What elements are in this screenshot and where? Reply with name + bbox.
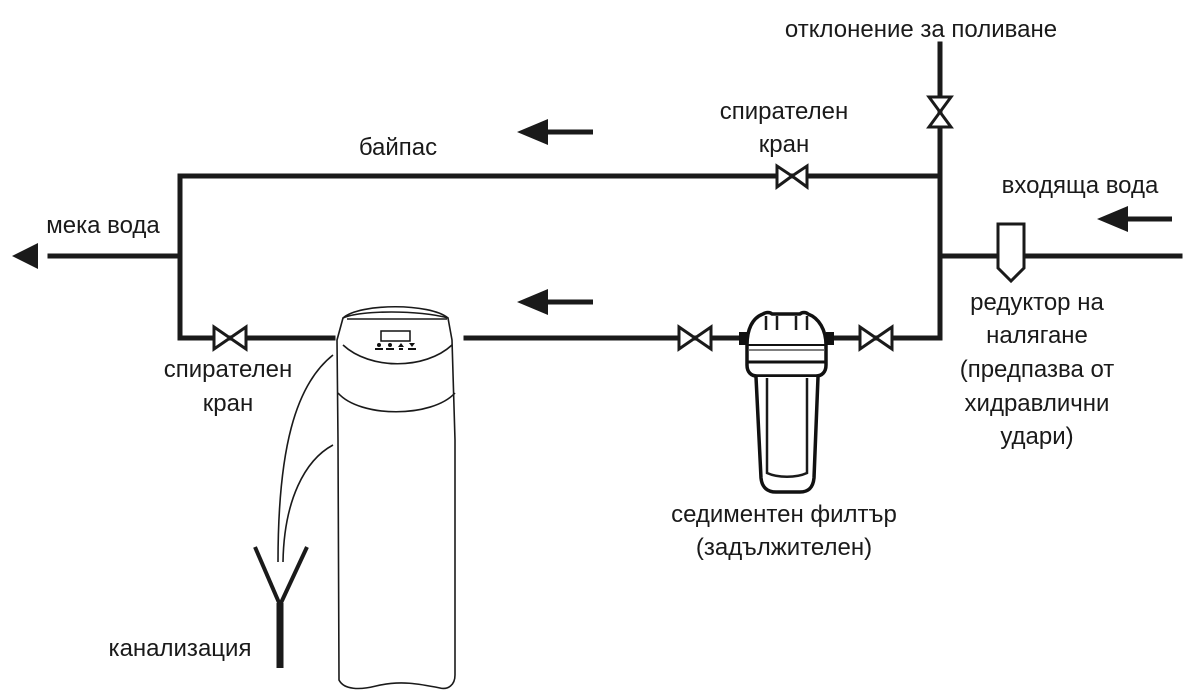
sediment-filter-icon[interactable] xyxy=(739,310,834,494)
softener-shoulder-arc xyxy=(337,392,456,413)
outlet-valve-label-line2: кран xyxy=(203,390,253,417)
pressure-reducer-label-line2: налягане xyxy=(986,322,1088,349)
drain-hose-1 xyxy=(277,354,334,563)
arrowhead-icon xyxy=(12,243,38,269)
bypass-valve-icon[interactable] xyxy=(775,163,809,190)
filter-cartridge xyxy=(765,378,809,478)
outlet-valve-label-line1: спирателен xyxy=(164,356,292,383)
bypass-label: байпас xyxy=(359,134,437,161)
filter-connector-right xyxy=(826,332,834,345)
water-softener-icon[interactable] xyxy=(277,306,456,690)
bypass-valve-label-line1: спирателен xyxy=(720,98,848,125)
softener-panel-arc xyxy=(342,344,453,365)
arrowhead-icon xyxy=(517,289,548,315)
incoming-flow-arrow xyxy=(1097,206,1172,232)
drain-hose-2 xyxy=(282,444,334,563)
irrigation-branch-label: отклонение за поливане xyxy=(785,16,1057,43)
arrowhead-icon xyxy=(1097,206,1128,232)
sediment-filter-label-line1: седиментен филтър xyxy=(671,501,897,528)
softener-buttons xyxy=(375,343,416,350)
pressure-reducer-label-line4: хидравлични xyxy=(965,390,1110,417)
drain-label: канализация xyxy=(109,635,252,662)
main-flow-arrow xyxy=(517,289,593,315)
filter-bowl xyxy=(754,376,820,494)
sediment-filter-label-line2: (задължителен) xyxy=(696,534,872,561)
pressure-reducer-label-line5: удари) xyxy=(1000,423,1073,450)
pressure-reducer-icon[interactable] xyxy=(996,222,1026,284)
filter-connector-left xyxy=(739,332,747,345)
filter-inlet-valve-icon[interactable] xyxy=(677,324,713,352)
filter-outlet-valve-icon[interactable] xyxy=(858,324,894,352)
bypass-flow-arrow xyxy=(517,119,593,145)
drain-icon xyxy=(253,546,309,668)
softener-display xyxy=(380,330,411,342)
softener-lid xyxy=(342,306,449,319)
softener-body xyxy=(336,311,456,690)
irrigation-valve-icon[interactable] xyxy=(926,95,954,129)
soft-water-label: мека вода xyxy=(46,212,160,239)
bypass-valve-label-line2: кран xyxy=(759,131,809,158)
softener-outlet-valve-icon[interactable] xyxy=(212,324,248,352)
soft-water-arrow xyxy=(12,243,38,269)
incoming-water-label: входяща вода xyxy=(1002,172,1159,199)
pressure-reducer-label-line3: (предпазва от xyxy=(960,356,1115,383)
arrowhead-icon xyxy=(517,119,548,145)
pressure-reducer-label-line1: редуктор на xyxy=(970,289,1104,316)
